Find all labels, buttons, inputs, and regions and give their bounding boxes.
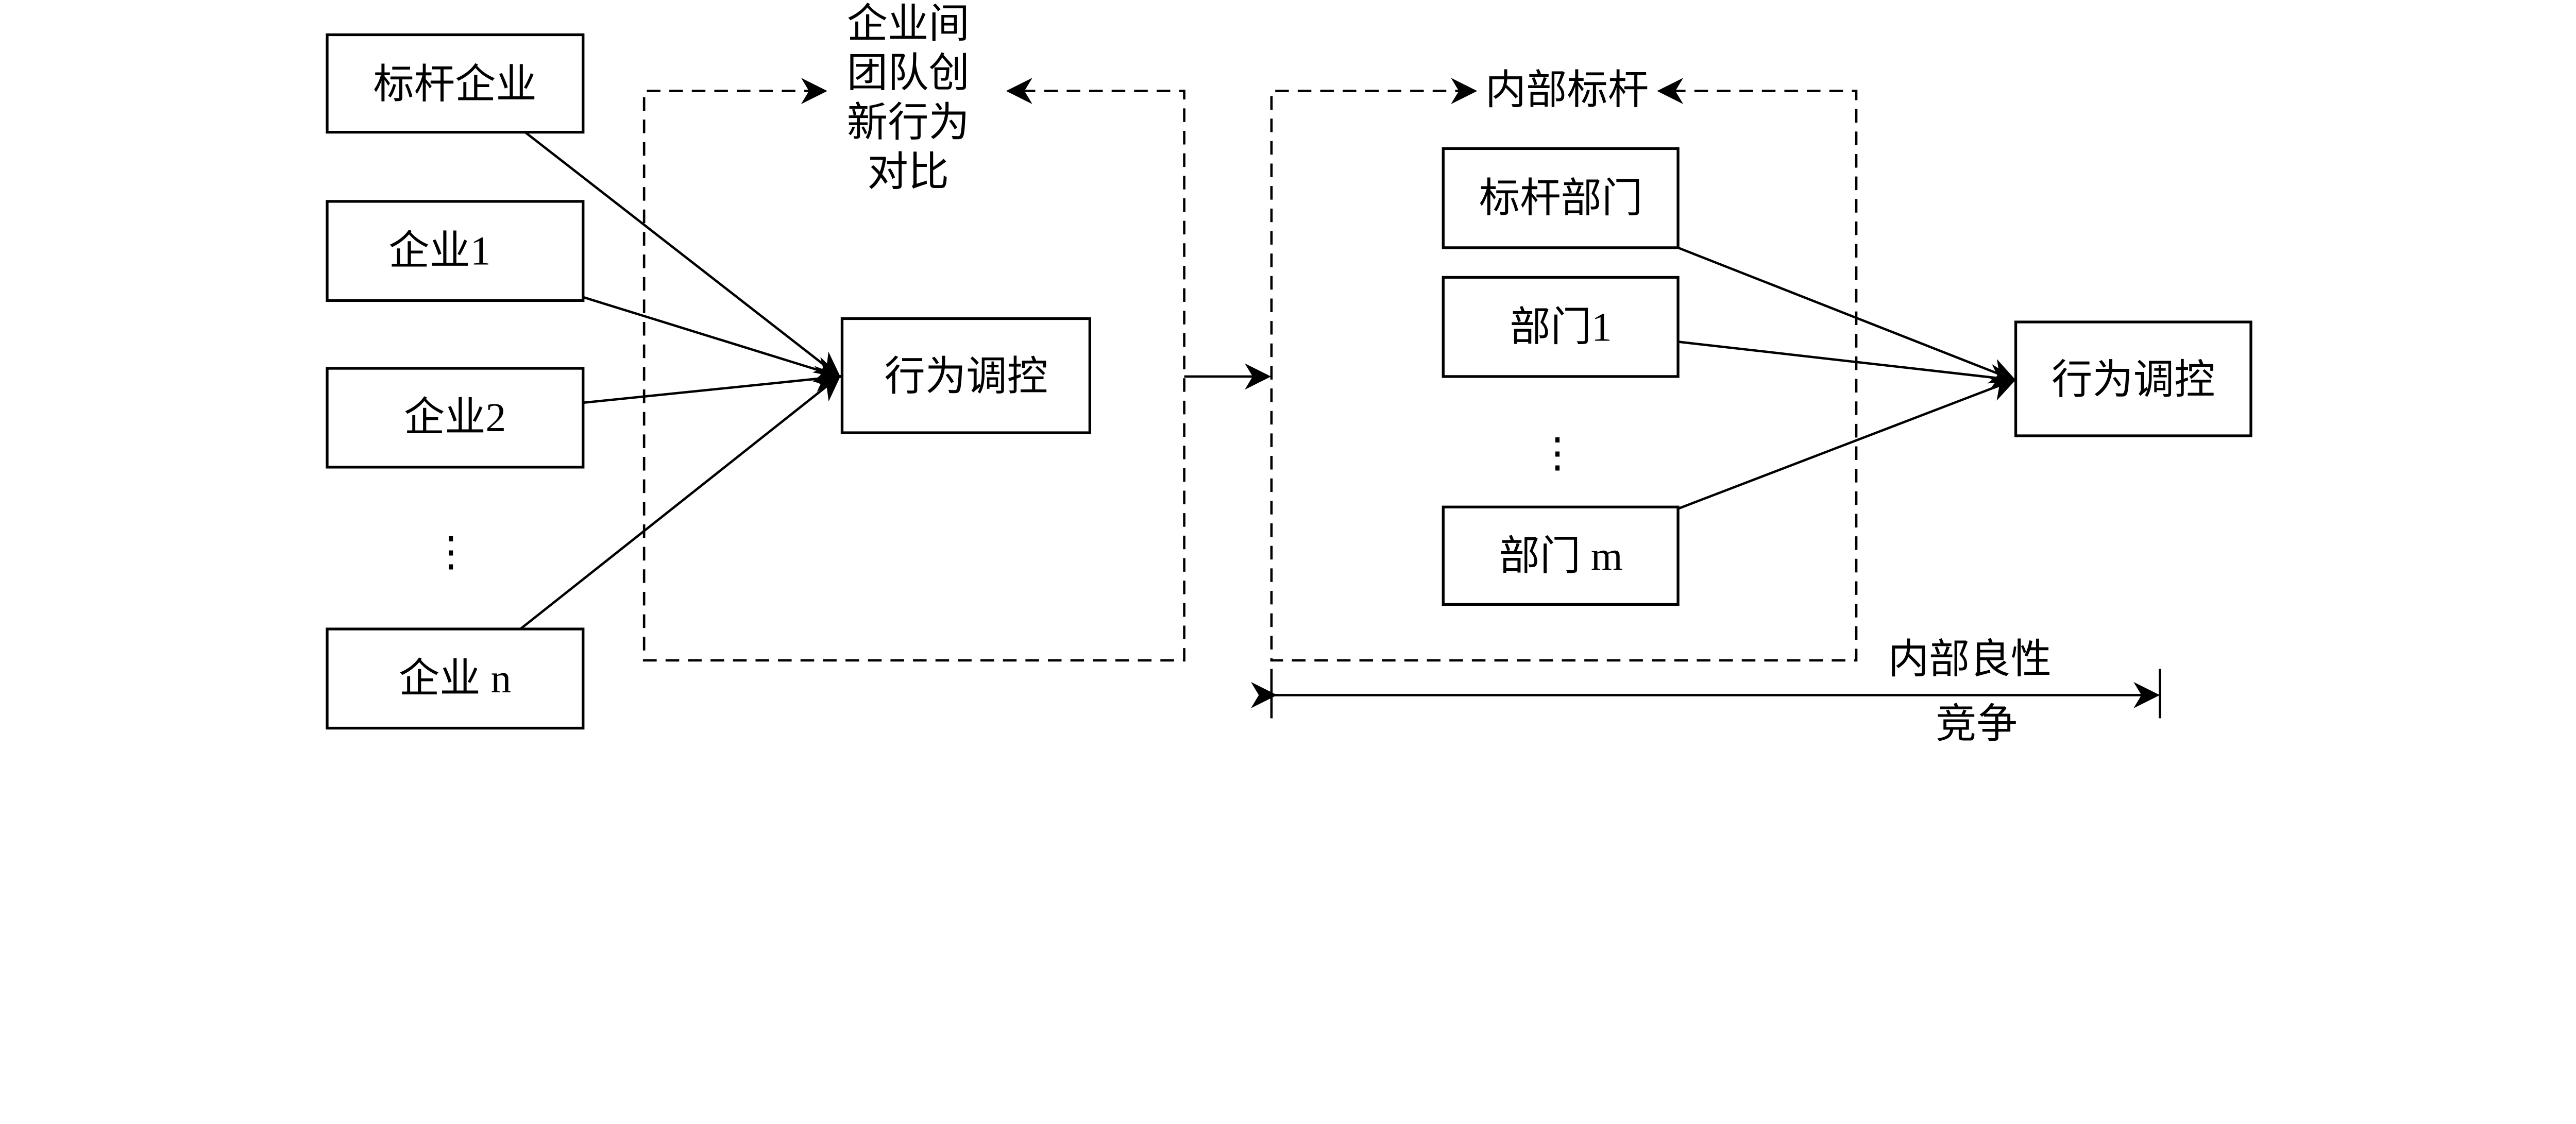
dashed-frame-right	[1270, 90, 1858, 662]
label-benchmark-department: 标杆部门	[1479, 176, 1642, 221]
arrow-enterprisen-to-control	[519, 374, 841, 630]
box-enterprise-n	[326, 627, 585, 730]
internal-competition-line-2: 竞争	[1936, 702, 2018, 743]
label-behavior-control-right: 行为调控	[2052, 357, 2215, 403]
arrow-benchmark-to-control	[524, 131, 841, 379]
comparison-label: 企业间 团队创 新行为 对比	[847, 2, 970, 195]
box-department-m	[1442, 505, 1680, 606]
box-benchmark-enterprise	[326, 33, 585, 134]
arrow-enterprise1-to-control	[583, 296, 842, 382]
dashed-frame-left	[642, 90, 1185, 662]
label-department-m: 部门 m	[1499, 534, 1622, 579]
box-enterprise-1	[326, 200, 585, 302]
box-behavior-control-left	[840, 317, 1092, 434]
arrow-benchmark-dept-to-control	[1677, 246, 2016, 384]
box-behavior-control-right	[2014, 320, 2252, 437]
box-benchmark-department	[1442, 147, 1680, 249]
label-behavior-control-left: 行为调控	[885, 354, 1048, 399]
benchmark-diagram: 标杆企业 企业1 企业2 ⋮ 企业 n 企业间 团队创 新行为 对比 行为调控 …	[326, 2, 2252, 743]
label-department-1: 部门1	[1510, 304, 1612, 350]
comparison-line-2: 团队创	[847, 51, 970, 96]
arrow-deptm-to-control	[1677, 376, 2017, 510]
ellipsis-right: ⋮	[1537, 431, 1578, 476]
comparison-line-4: 对比	[867, 149, 949, 195]
arrow-dept1-to-control	[1677, 340, 2017, 390]
ellipsis-left: ⋮	[430, 530, 471, 575]
comparison-line-3: 新行为	[847, 100, 970, 146]
box-enterprise-2	[326, 367, 585, 469]
internal-benchmark-label: 内部标杆	[1485, 68, 1649, 113]
label-benchmark-enterprise: 标杆企业	[373, 62, 536, 108]
comparison-line-1: 企业间	[847, 2, 970, 47]
arrow-enterprise2-to-control	[583, 366, 842, 404]
internal-competition-line-1: 内部良性	[1888, 637, 2052, 682]
box-department-1	[1442, 276, 1680, 378]
label-enterprise-2: 企业2	[404, 395, 506, 440]
label-enterprise-n: 企业 n	[399, 656, 511, 702]
label-enterprise-1: 企业1	[388, 228, 490, 274]
